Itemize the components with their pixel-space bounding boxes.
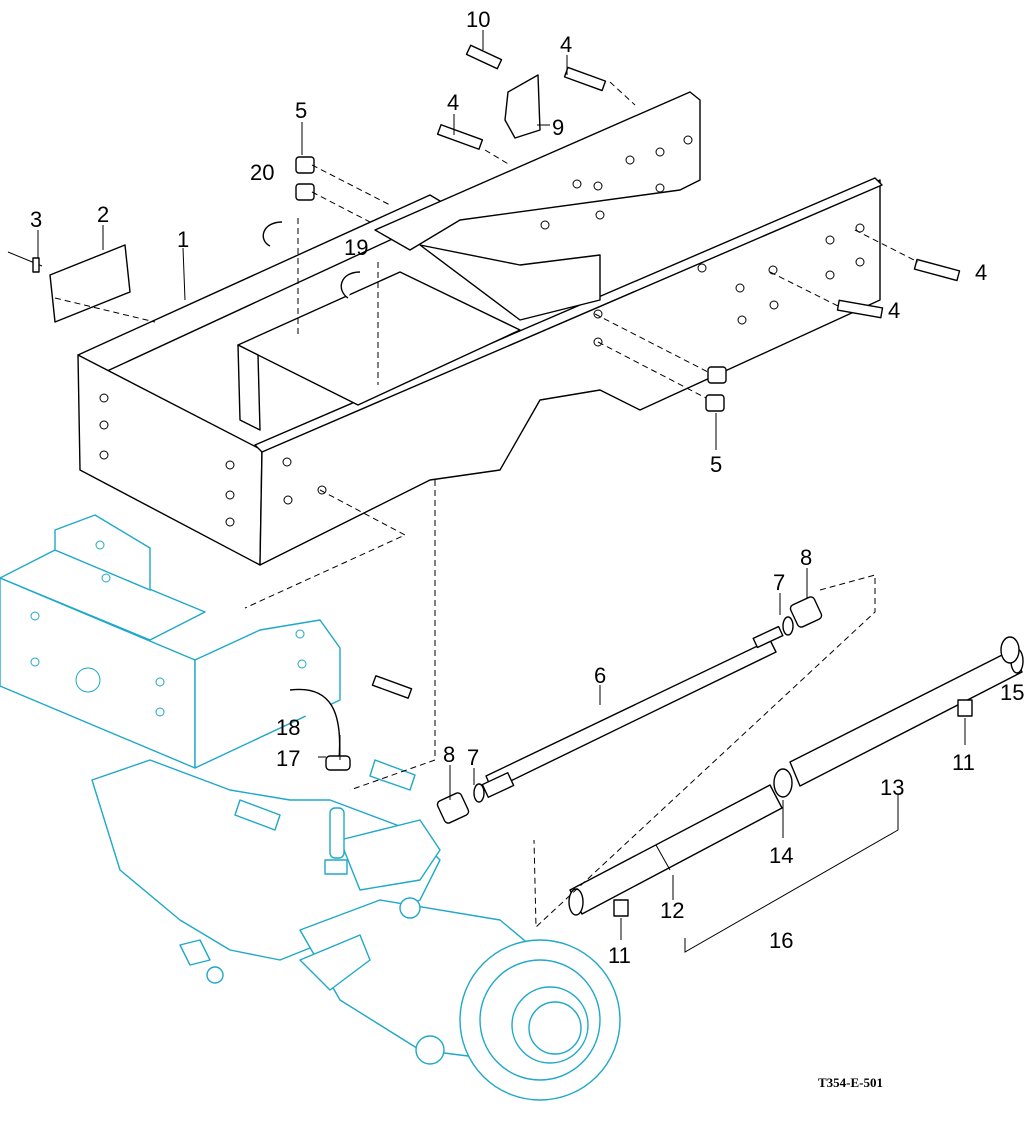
callout-2: 2 [97,202,109,227]
ring-7b [782,616,794,636]
bushings [295,156,727,412]
callout-4-top: 4 [560,32,572,57]
callout-10: 10 [466,7,490,32]
leader-lines [37,30,966,953]
callouts: 1 2 3 4 4 4 4 5 5 5 6 7 7 8 8 9 10 11 11… [30,7,1024,968]
tube-12 [568,784,783,916]
callout-8-left: 8 [443,742,455,767]
bracket-9 [504,74,541,139]
callout-12: 12 [660,898,684,923]
tube-13 [789,648,1024,787]
callout-4-right-upper: 4 [975,260,987,285]
callout-18: 18 [276,715,300,740]
callout-19: 19 [344,235,368,260]
callout-14: 14 [769,843,793,868]
callout-16: 16 [769,928,793,953]
callout-20: 20 [250,160,274,185]
hose-18 [289,688,341,771]
ring-7a [473,783,485,803]
front-axle-assembly [91,759,621,1101]
fitting-11a [957,699,973,717]
frame-assembly [77,91,883,566]
figure-code: T354-E-501 [818,1075,883,1090]
shaft-bushings [436,596,823,824]
ring-15 [1000,636,1020,664]
rivet [7,251,43,273]
callout-1: 1 [177,227,189,252]
shaft [481,625,784,798]
callout-7-right: 7 [773,570,785,595]
clip-20 [262,221,283,247]
fitting-11b [613,899,629,917]
clamp-17 [325,755,351,771]
callout-6: 6 [594,663,606,688]
callout-13: 13 [880,775,904,800]
callout-17: 17 [276,746,300,771]
callout-15: 15 [1000,680,1024,705]
callout-7-left: 7 [467,745,479,770]
front-bracket [0,514,341,769]
alignment-lines [54,81,919,929]
callout-4-right-lower: 4 [888,298,900,323]
callout-11-right: 11 [952,750,975,775]
bolt-10 [465,44,503,70]
callout-5-right: 5 [710,452,722,477]
callout-8-right: 8 [800,545,812,570]
callout-4-mid: 4 [447,90,459,115]
bolts [371,66,961,699]
clip-19 [340,271,361,299]
callout-9: 9 [552,115,564,140]
callout-11-left: 11 [608,943,631,968]
name-plate [49,244,131,323]
callout-3: 3 [30,207,42,232]
callout-5-top: 5 [295,98,307,123]
ring-14 [773,768,793,798]
